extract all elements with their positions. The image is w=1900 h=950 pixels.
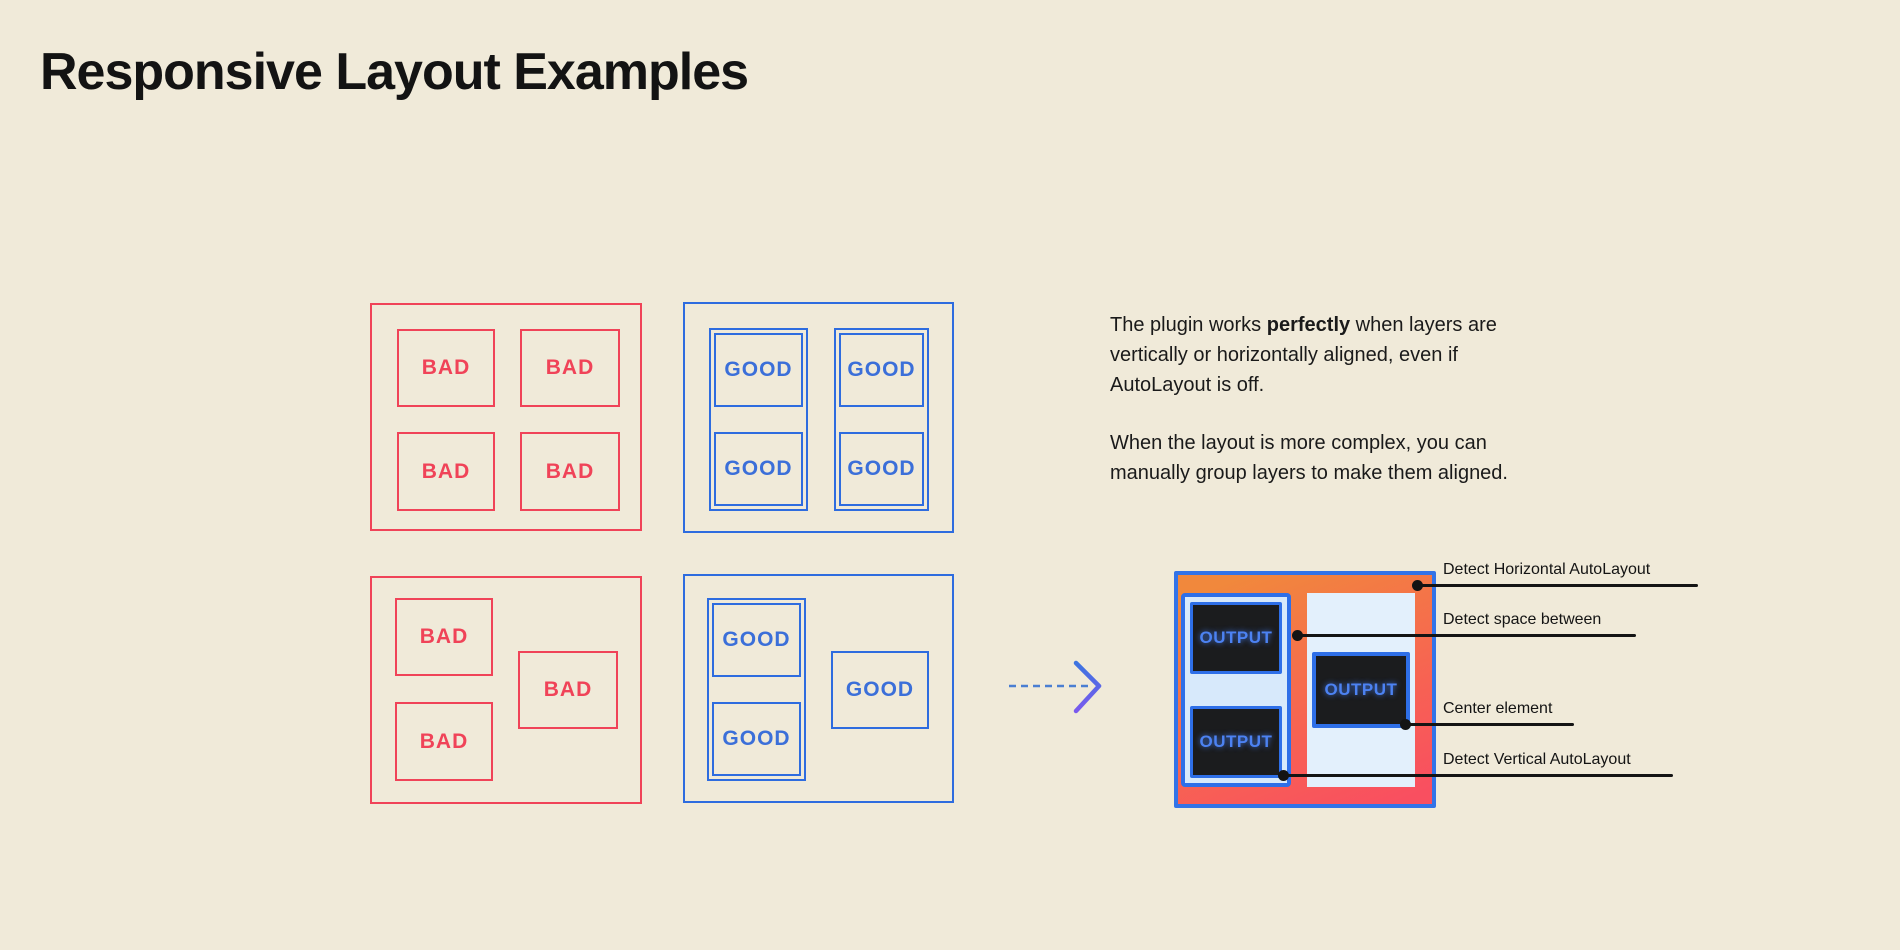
annotation-line [1283,774,1673,777]
annotation-label: Detect space between [1443,611,1602,628]
output-vertical-autolayout-group: OUTPUT OUTPUT [1181,593,1291,787]
annotation-label: Center element [1443,700,1553,717]
paragraph-text: The plugin works [1110,314,1267,336]
good-group: GOOD GOOD [834,328,929,511]
example-good-grouped-grid: GOOD GOOD GOOD GOOD [683,302,954,533]
annotation-dot [1400,719,1411,730]
good-box: GOOD [831,651,929,729]
bad-box: BAD [518,651,618,729]
good-group: GOOD GOOD [709,328,808,511]
good-box: GOOD [839,432,924,506]
good-box: GOOD [714,432,803,506]
paragraph-bold-text: perfectly [1266,314,1351,336]
example-bad-aligned-grid: BAD BAD BAD BAD [370,303,642,531]
annotation-line [1406,723,1574,726]
example-good-manually-grouped: GOOD GOOD GOOD [683,574,954,803]
output-box: OUTPUT [1190,602,1282,674]
good-box: GOOD [714,333,803,407]
description-text: The plugin works perfectly when layers a… [1110,310,1550,516]
page-title: Responsive Layout Examples [40,43,749,101]
annotation-label: Detect Vertical AutoLayout [1443,751,1631,768]
bad-box: BAD [395,598,493,676]
output-frame: OUTPUT OUTPUT OUTPUT [1174,571,1436,808]
annotation-line [1297,634,1636,637]
bad-box: BAD [395,702,493,781]
bad-box: BAD [397,432,495,511]
output-center-column: OUTPUT [1307,593,1415,787]
bad-box: BAD [520,432,620,511]
example-bad-misaligned: BAD BAD BAD [370,576,642,804]
good-group: GOOD GOOD [707,598,806,781]
annotation-label: Detect Horizontal AutoLayout [1443,561,1651,578]
paragraph-text: when layers are vertically or horizontal… [1110,314,1497,396]
bad-box: BAD [520,329,620,407]
output-box: OUTPUT [1312,652,1410,728]
good-box: GOOD [712,702,801,776]
output-box: OUTPUT [1190,706,1282,778]
description-paragraph-2: When the layout is more complex, you can… [1110,432,1508,484]
annotation-line [1418,584,1698,587]
good-box: GOOD [712,603,801,677]
description-paragraph-1: The plugin works perfectly when layers a… [1110,310,1550,400]
annotation-dot [1412,580,1423,591]
transform-arrow-icon [1009,660,1102,714]
bad-box: BAD [397,329,495,407]
good-box: GOOD [839,333,924,407]
